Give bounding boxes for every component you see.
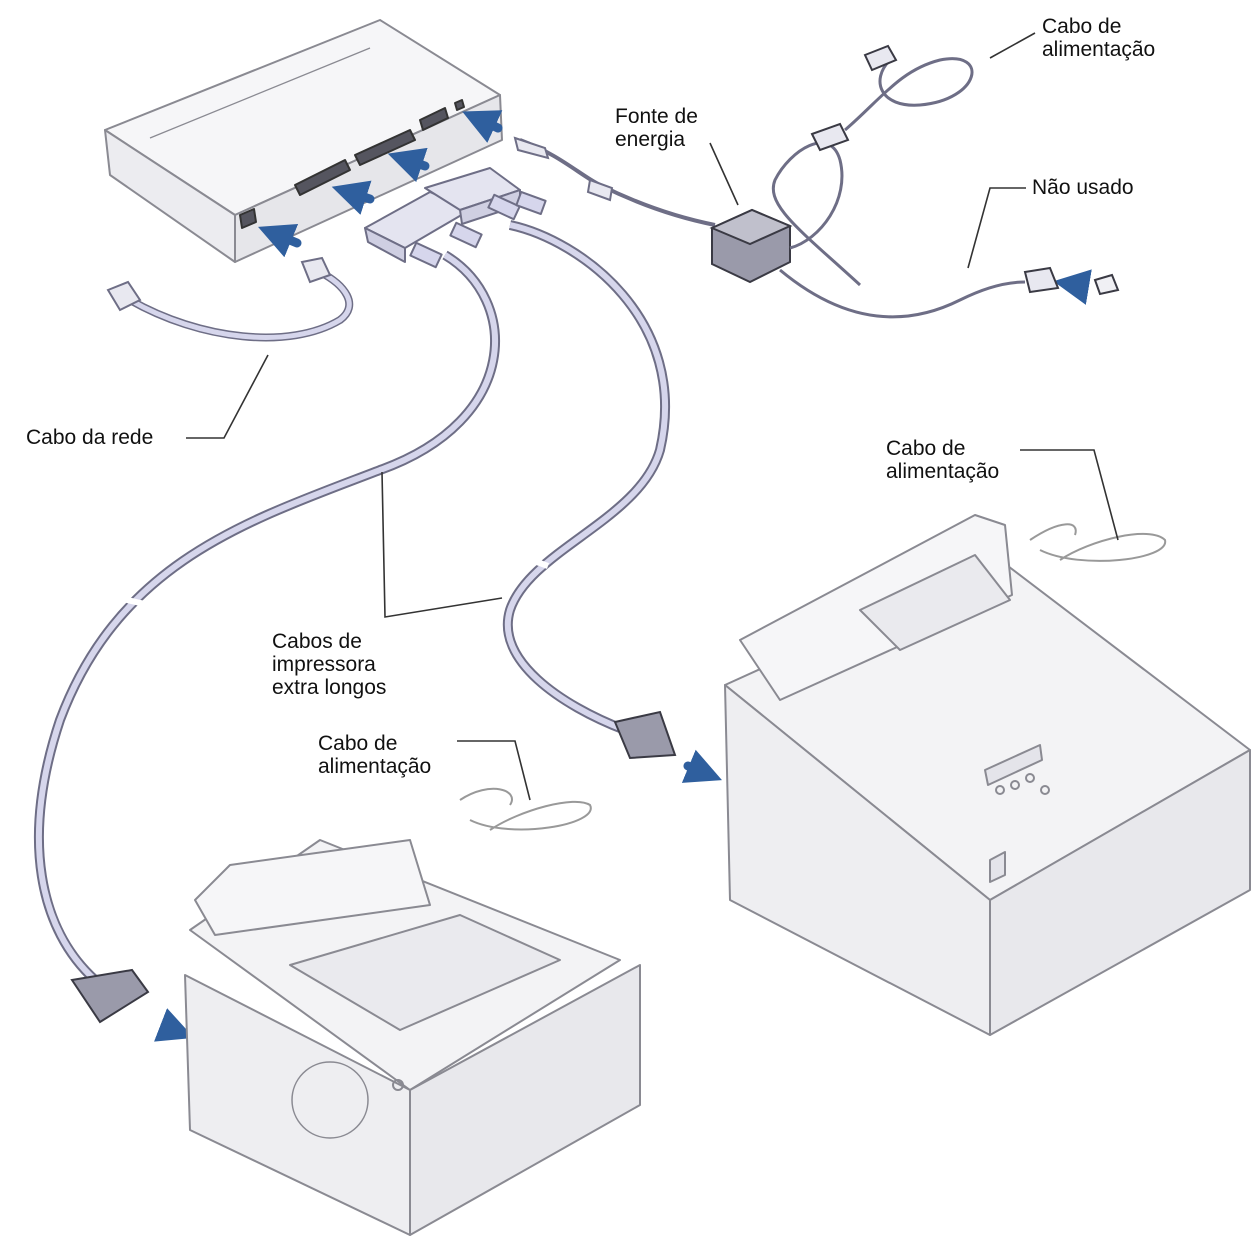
printer-right bbox=[724, 514, 1251, 1036]
label-power-cable-left: Cabo de alimentação bbox=[318, 732, 432, 778]
print-server-box bbox=[104, 19, 503, 263]
network-cable bbox=[106, 256, 354, 342]
label-power-supply: Fonte de energia bbox=[615, 105, 698, 151]
printer-cable-left bbox=[34, 250, 500, 984]
db25-connectors bbox=[364, 167, 547, 269]
label-network-cable: Cabo da rede bbox=[26, 426, 154, 449]
leader-lines bbox=[186, 32, 1119, 801]
centronics-connectors bbox=[70, 710, 677, 1024]
label-power-cable-top: Cabo de alimentação bbox=[1042, 15, 1156, 61]
label-power-cable-right: Cabo de alimentação bbox=[886, 437, 1000, 483]
label-not-used: Não usado bbox=[1032, 176, 1134, 199]
label-printer-cables: Cabos de impressora extra longos bbox=[272, 630, 387, 699]
power-supply bbox=[513, 44, 1120, 319]
printer-left bbox=[184, 787, 641, 1236]
connection-arrows bbox=[153, 110, 1092, 1042]
printer-cable-right bbox=[503, 220, 671, 735]
